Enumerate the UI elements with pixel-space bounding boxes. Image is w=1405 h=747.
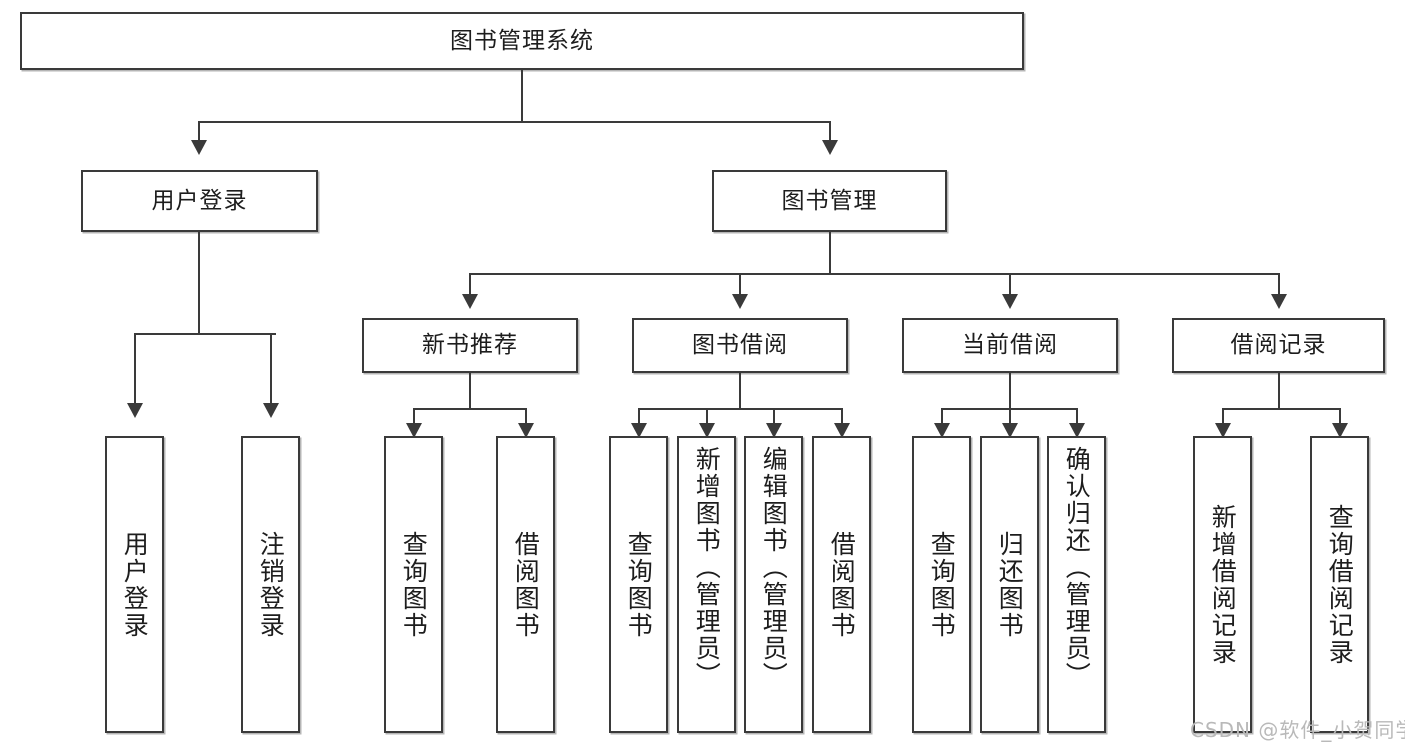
leaf-new-book-borrow-book[interactable]: 借阅图书 xyxy=(496,436,555,733)
connector-borrow-record-bus xyxy=(1222,408,1341,410)
leaf-borrow-book-edit-book-admin[interactable]: 编辑图书（管理员） xyxy=(744,436,803,733)
node-label: 归还图书 xyxy=(995,530,1025,639)
connector-user-login-bus xyxy=(134,333,276,335)
arrow-borrow-record-leaf-2 xyxy=(1332,423,1348,438)
connector-new-book-stem xyxy=(469,373,471,409)
node-label: 当前借阅 xyxy=(962,332,1058,359)
arrow-new-book-leaf-1 xyxy=(406,423,422,438)
connector-to-current-borrow xyxy=(1009,273,1011,297)
connector-to-new-book xyxy=(469,273,471,297)
node-label: 确认归还（管理员） xyxy=(1062,446,1092,689)
connector-root-to-user-login xyxy=(198,121,200,143)
connector-current-borrow-stem xyxy=(1009,373,1011,409)
node-book-management[interactable]: 图书管理 xyxy=(712,170,947,232)
leaf-borrow-book-query-book[interactable]: 查询图书 xyxy=(609,436,668,733)
node-label: 查询图书 xyxy=(624,530,654,639)
node-current-borrow[interactable]: 当前借阅 xyxy=(902,318,1118,373)
connector-to-borrow-record xyxy=(1278,273,1280,297)
node-label: 用户登录 xyxy=(120,530,150,639)
connector-new-book-bus xyxy=(413,408,527,410)
node-label: 新增图书（管理员） xyxy=(692,446,722,689)
leaf-current-borrow-confirm-return-admin[interactable]: 确认归还（管理员） xyxy=(1047,436,1106,733)
connector-borrow-book-bus xyxy=(638,408,843,410)
connector-book-management-stem xyxy=(829,232,831,274)
leaf-user-login-login[interactable]: 用户登录 xyxy=(105,436,164,733)
leaf-user-login-logout[interactable]: 注销登录 xyxy=(241,436,300,733)
connector-borrow-book-drop-1 xyxy=(638,408,640,428)
connector-current-borrow-drop-2 xyxy=(1009,408,1011,428)
arrow-borrow-book-leaf-3 xyxy=(766,423,782,438)
leaf-current-borrow-return-book[interactable]: 归还图书 xyxy=(980,436,1039,733)
node-label: 借阅图书 xyxy=(511,530,541,639)
connector-user-login-drop-2 xyxy=(270,333,272,405)
leaf-current-borrow-query-book[interactable]: 查询图书 xyxy=(912,436,971,733)
connector-new-book-drop-2 xyxy=(525,408,527,428)
arrow-to-new-book xyxy=(462,294,478,309)
node-new-book-recommend[interactable]: 新书推荐 xyxy=(362,318,578,373)
node-label: 图书借阅 xyxy=(692,332,788,359)
arrow-root-to-book-management xyxy=(822,140,838,155)
connector-borrow-book-drop-4 xyxy=(841,408,843,428)
arrow-borrow-record-leaf-1 xyxy=(1215,423,1231,438)
connector-root-stem xyxy=(521,70,523,122)
node-book-borrow[interactable]: 图书借阅 xyxy=(632,318,848,373)
connector-borrow-record-drop-1 xyxy=(1222,408,1224,428)
node-user-login[interactable]: 用户登录 xyxy=(81,170,318,232)
connector-borrow-record-drop-2 xyxy=(1339,408,1341,428)
connector-borrow-record-stem xyxy=(1278,373,1280,409)
arrow-borrow-book-leaf-2 xyxy=(699,423,715,438)
connector-borrow-book-drop-3 xyxy=(773,408,775,428)
connector-current-borrow-drop-1 xyxy=(941,408,943,428)
connector-to-borrow-book xyxy=(739,273,741,297)
node-borrow-record[interactable]: 借阅记录 xyxy=(1172,318,1385,373)
node-label: 用户登录 xyxy=(151,187,248,214)
connector-level3-bus xyxy=(469,273,1279,275)
connector-borrow-book-stem xyxy=(739,373,741,409)
arrow-user-login-leaf-2 xyxy=(263,403,279,418)
arrow-borrow-book-leaf-1 xyxy=(631,423,647,438)
arrow-new-book-leaf-2 xyxy=(518,423,534,438)
node-label: 查询图书 xyxy=(927,530,957,639)
node-label: 借阅图书 xyxy=(827,530,857,639)
connector-user-login-stem xyxy=(198,232,200,334)
arrow-to-borrow-book xyxy=(732,294,748,309)
connector-borrow-book-drop-2 xyxy=(706,408,708,428)
arrow-to-current-borrow xyxy=(1002,294,1018,309)
leaf-borrow-record-query-record[interactable]: 查询借阅记录 xyxy=(1310,436,1369,733)
node-label: 图书管理 xyxy=(781,187,878,214)
leaf-new-book-query-book[interactable]: 查询图书 xyxy=(384,436,443,733)
leaf-borrow-book-add-book-admin[interactable]: 新增图书（管理员） xyxy=(677,436,736,733)
arrow-current-borrow-leaf-3 xyxy=(1069,423,1085,438)
connector-new-book-drop-1 xyxy=(413,408,415,428)
arrow-current-borrow-leaf-1 xyxy=(934,423,950,438)
node-label: 查询借阅记录 xyxy=(1325,503,1355,666)
node-label: 图书管理系统 xyxy=(450,27,594,54)
node-label: 新书推荐 xyxy=(422,332,518,359)
node-label: 查询图书 xyxy=(399,530,429,639)
connector-current-borrow-drop-3 xyxy=(1076,408,1078,428)
leaf-borrow-record-add-record[interactable]: 新增借阅记录 xyxy=(1193,436,1252,733)
connector-root-bus xyxy=(198,121,830,123)
connector-root-to-book-management xyxy=(829,121,831,143)
arrow-user-login-leaf-1 xyxy=(127,403,143,418)
connector-user-login-drop-1 xyxy=(134,333,136,405)
node-label: 注销登录 xyxy=(256,530,286,639)
node-label: 新增借阅记录 xyxy=(1208,503,1238,666)
leaf-borrow-book-borrow-book[interactable]: 借阅图书 xyxy=(812,436,871,733)
arrow-current-borrow-leaf-2 xyxy=(1002,423,1018,438)
arrow-borrow-book-leaf-4 xyxy=(834,423,850,438)
node-label: 编辑图书（管理员） xyxy=(759,446,789,689)
node-root-book-management-system[interactable]: 图书管理系统 xyxy=(20,12,1024,70)
arrow-root-to-user-login xyxy=(191,140,207,155)
arrow-to-borrow-record xyxy=(1271,294,1287,309)
node-label: 借阅记录 xyxy=(1230,332,1327,359)
